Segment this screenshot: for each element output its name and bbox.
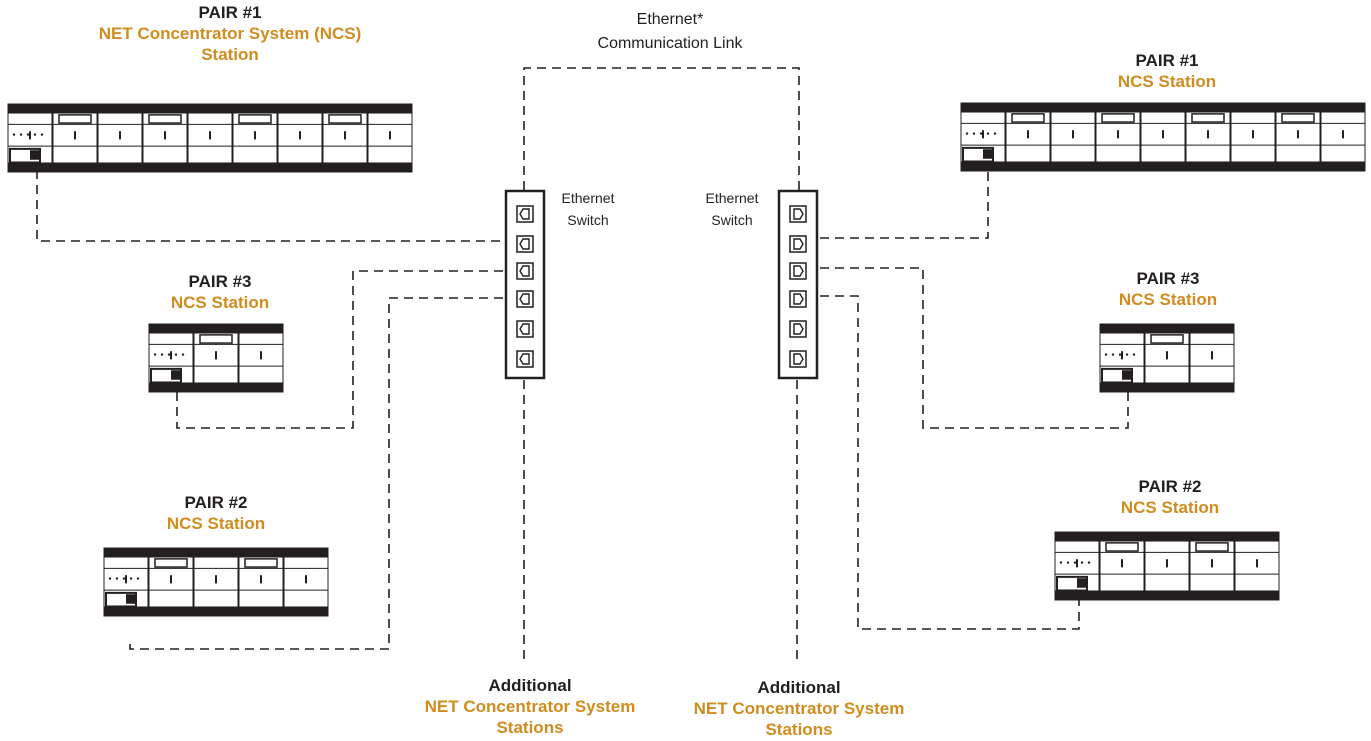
- left-pair2-station: [103, 547, 329, 617]
- ethernet-port-icon: [789, 205, 807, 223]
- ncs-rack-icon: [277, 103, 323, 173]
- ncs-rack-icon: [1189, 531, 1235, 601]
- left-pair3-line1: NCS Station: [170, 293, 270, 312]
- ncs-rack-icon: [232, 103, 278, 173]
- ncs-rack-icon: [1275, 102, 1321, 172]
- right-pair1-station: [960, 102, 1366, 172]
- ncs-rack-icon: [148, 547, 194, 617]
- left-pair1-line1: NET Concentrator System (NCS): [98, 24, 362, 43]
- ncs-rack-icon: [148, 323, 194, 393]
- link-left-pair2: [129, 297, 518, 650]
- ncs-rack-icon: [1144, 323, 1190, 393]
- ncs-rack-icon: [142, 103, 188, 173]
- ethernet-link-label: Ethernet* Communication Link: [555, 8, 785, 56]
- ncs-rack-icon: [1050, 102, 1096, 172]
- left-switch-line2: Switch: [567, 212, 609, 228]
- right-switch-label: Ethernet Switch: [692, 187, 772, 231]
- ncs-rack-icon: [283, 547, 329, 617]
- additional-right-label: Additional NET Concentrator System Stati…: [649, 677, 949, 740]
- additional-right-heading: Additional: [757, 678, 841, 697]
- ethernet-port-icon: [789, 235, 807, 253]
- right-pair2-station: [1054, 531, 1280, 601]
- ethernet-port-icon: [516, 262, 534, 280]
- right-ethernet-switch: [777, 189, 819, 380]
- right-pair2-line1: NCS Station: [1120, 498, 1220, 517]
- ethernet-link-line1: Ethernet*: [636, 11, 704, 28]
- left-pair1-line2: Station: [201, 45, 259, 64]
- ethernet-port-icon: [789, 350, 807, 368]
- ncs-rack-icon: [1095, 102, 1141, 172]
- ncs-rack-icon: [367, 103, 413, 173]
- ethernet-port-icon: [516, 320, 534, 338]
- ncs-rack-icon: [103, 547, 149, 617]
- link-right-pair3: [805, 267, 1129, 429]
- link-left-pair1: [36, 170, 518, 242]
- ncs-rack-icon: [187, 103, 233, 173]
- left-ethernet-switch: [504, 189, 546, 380]
- right-switch-line2: Switch: [711, 212, 753, 228]
- right-pair1-label: PAIR #1 NCS Station: [1067, 50, 1267, 92]
- ncs-rack-icon: [1140, 102, 1186, 172]
- ethernet-port-icon: [516, 290, 534, 308]
- ncs-rack-icon: [97, 103, 143, 173]
- right-pair1-line1: NCS Station: [1117, 72, 1217, 91]
- right-switch-line1: Ethernet: [705, 190, 759, 206]
- left-pair2-heading: PAIR #2: [184, 493, 248, 512]
- left-pair2-label: PAIR #2 NCS Station: [116, 492, 316, 534]
- ncs-rack-icon: [1099, 531, 1145, 601]
- ncs-rack-icon: [1054, 531, 1100, 601]
- ncs-rack-icon: [960, 102, 1006, 172]
- link-left-pair3: [176, 270, 518, 429]
- ncs-rack-icon: [238, 323, 284, 393]
- ethernet-communication-link: [523, 67, 800, 190]
- right-pair2-label: PAIR #2 NCS Station: [1070, 476, 1270, 518]
- ethernet-port-icon: [789, 262, 807, 280]
- right-pair3-label: PAIR #3 NCS Station: [1068, 268, 1268, 310]
- ethernet-port-icon: [516, 205, 534, 223]
- left-pair3-label: PAIR #3 NCS Station: [120, 271, 320, 313]
- ncs-rack-icon: [1320, 102, 1366, 172]
- ncs-rack-icon: [193, 547, 239, 617]
- additional-left-label: Additional NET Concentrator System Stati…: [380, 675, 680, 738]
- ncs-rack-icon: [238, 547, 284, 617]
- right-pair3-line1: NCS Station: [1118, 290, 1218, 309]
- ethernet-port-icon: [789, 290, 807, 308]
- additional-left-line1: NET Concentrator System: [424, 697, 636, 716]
- ncs-rack-icon: [322, 103, 368, 173]
- ethernet-port-icon: [789, 320, 807, 338]
- right-pair3-station: [1099, 323, 1235, 393]
- left-pair2-line1: NCS Station: [166, 514, 266, 533]
- ncs-rack-icon: [1144, 531, 1190, 601]
- ncs-rack-icon: [193, 323, 239, 393]
- additional-right-line2: Stations: [765, 720, 833, 739]
- right-pair2-heading: PAIR #2: [1138, 477, 1202, 496]
- ncs-rack-icon: [1099, 323, 1145, 393]
- left-pair3-heading: PAIR #3: [188, 272, 252, 291]
- additional-left-line2: Stations: [496, 718, 564, 737]
- ncs-rack-icon: [1234, 531, 1280, 601]
- ncs-rack-icon: [1230, 102, 1276, 172]
- ncs-rack-icon: [52, 103, 98, 173]
- ethernet-port-icon: [516, 350, 534, 368]
- left-pair1-station: [7, 103, 413, 173]
- left-pair1-heading: PAIR #1: [198, 3, 262, 22]
- ncs-rack-icon: [7, 103, 53, 173]
- right-pair1-heading: PAIR #1: [1135, 51, 1199, 70]
- left-switch-line1: Ethernet: [561, 190, 615, 206]
- ncs-rack-icon: [1005, 102, 1051, 172]
- ncs-rack-icon: [1189, 323, 1235, 393]
- left-pair1-label: PAIR #1 NET Concentrator System (NCS) St…: [60, 2, 400, 65]
- ethernet-port-icon: [516, 235, 534, 253]
- link-right-pair1: [805, 170, 989, 239]
- ncs-rack-icon: [1185, 102, 1231, 172]
- left-switch-label: Ethernet Switch: [548, 187, 628, 231]
- additional-left-heading: Additional: [488, 676, 572, 695]
- link-right-pair2: [805, 295, 1080, 630]
- right-pair3-heading: PAIR #3: [1136, 269, 1200, 288]
- additional-right-line1: NET Concentrator System: [693, 699, 905, 718]
- ethernet-link-line2: Communication Link: [597, 35, 743, 52]
- left-pair3-station: [148, 323, 284, 393]
